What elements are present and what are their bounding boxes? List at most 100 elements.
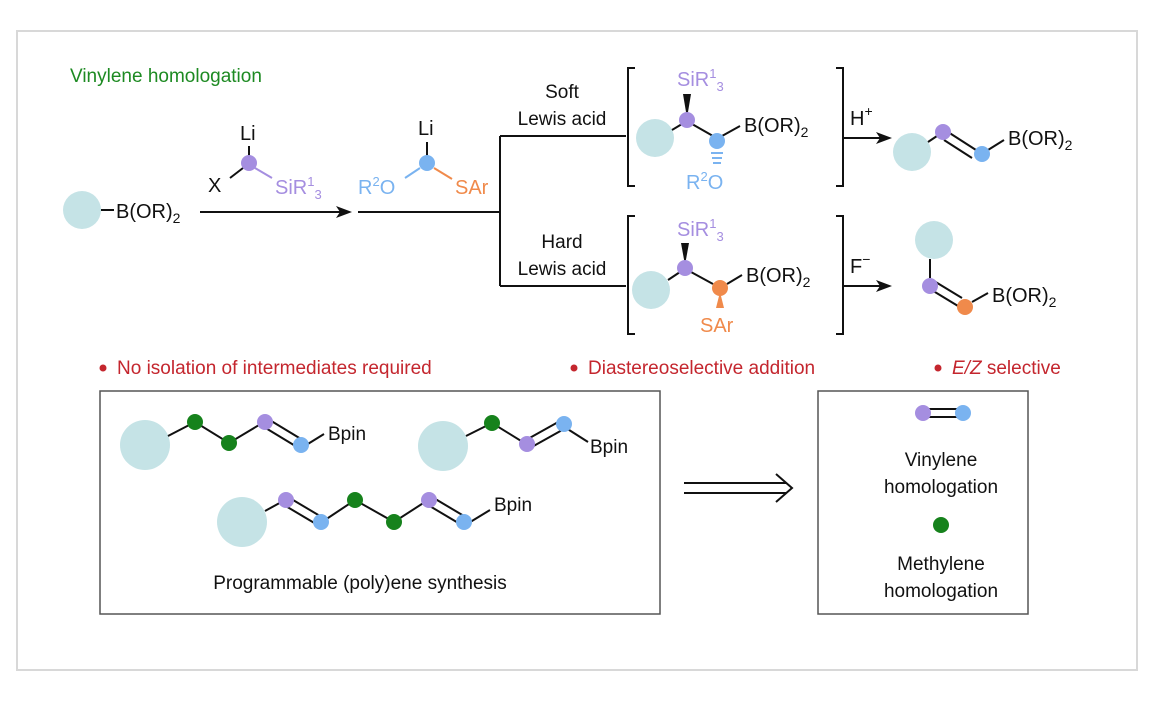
bond (667, 271, 681, 281)
silyl-label: SiR13 (275, 174, 322, 202)
double-bond (947, 131, 977, 151)
silyl-label: SiR13 (677, 216, 724, 244)
bracket-left (627, 67, 635, 187)
substrate-sphere (120, 420, 170, 470)
feature-ez-selective: E/Z selective (952, 358, 1061, 379)
bond (726, 274, 743, 285)
bond (433, 167, 453, 180)
double-bond (943, 139, 973, 159)
boronic-ester-label: B(OR)2 (746, 265, 811, 290)
lower-condition-line1: Hard (541, 232, 582, 253)
substrate-sphere (217, 497, 267, 547)
alkoxy-carbon-blue (709, 133, 725, 149)
bpin-label: Bpin (328, 424, 366, 445)
thioether-label: SAr (455, 177, 489, 199)
scheme-title: Vinylene homologation (70, 66, 262, 87)
methylene-unit (187, 414, 203, 430)
bond (229, 167, 244, 179)
vinyl-carbon-purple (935, 124, 951, 140)
double-bond (529, 428, 565, 449)
legend-vinylene-line2: homologation (884, 477, 998, 498)
acid-reagent: H+ (850, 103, 873, 130)
vinyl-carbon-blue (974, 146, 990, 162)
substrate-sphere (915, 221, 953, 259)
wedge-bond (716, 292, 724, 308)
bpin-label: Bpin (590, 437, 628, 458)
wedge-bond (683, 94, 691, 118)
methylene-unit (386, 514, 402, 530)
silyl-carbon-purple (679, 112, 695, 128)
vinyl-carbon-purple (922, 278, 938, 294)
feature-diastereoselective: Diastereoselective addition (588, 358, 815, 379)
vinylene-carbon-purple (915, 405, 931, 421)
boronic-ester-label: B(OR)2 (744, 115, 809, 140)
legend-vinylene-line1: Vinylene (905, 450, 978, 471)
bond (987, 139, 1005, 151)
bracket-right (836, 215, 844, 335)
alkoxy-label: R2O (358, 174, 395, 199)
bracket-left (627, 215, 635, 335)
silyl-label: SiR13 (677, 66, 724, 94)
vinylene-carbon-blue (556, 416, 572, 432)
lithium-label: Li (240, 123, 256, 145)
methylene-unit (484, 415, 500, 431)
bond (971, 292, 989, 303)
bond (690, 271, 714, 285)
acetal-carbon-blue (419, 155, 435, 171)
double-bond (431, 496, 465, 517)
feature-bullet (934, 364, 942, 372)
lithium-label: Li (418, 118, 434, 140)
substrate-sphere (418, 421, 468, 471)
legend-box (817, 390, 1029, 615)
substrate-sphere (636, 119, 674, 157)
double-bond (263, 426, 298, 448)
bond (254, 167, 273, 179)
feature-bullet (99, 364, 107, 372)
boronic-ester-label: B(OR)2 (1008, 128, 1073, 153)
double-bond (933, 280, 963, 299)
halide-label: X (208, 175, 221, 197)
vinylene-carbon-purple (278, 492, 294, 508)
legend-methylene-line1: Methylene (897, 554, 985, 575)
synthesis-caption: Programmable (poly)ene synthesis (213, 573, 507, 594)
thioether-label: SAr (700, 315, 734, 337)
synthesis-box (99, 390, 661, 615)
bracket-right (836, 67, 844, 187)
arrow-head (876, 280, 892, 292)
bond (671, 123, 683, 131)
vinyl-carbon-orange (957, 299, 973, 315)
lower-condition-line2: Lewis acid (518, 259, 607, 280)
wedge-bond (681, 243, 689, 265)
double-bond (267, 418, 302, 440)
implication-arrow-head (775, 473, 794, 503)
thio-carbon-orange (712, 280, 728, 296)
upper-condition-line1: Soft (545, 82, 580, 103)
arrow-head (876, 132, 892, 144)
fluoride-reagent: F− (850, 251, 870, 278)
vinylene-carbon-blue (456, 514, 472, 530)
alkoxy-label: R2O (686, 169, 723, 194)
boronic-ester-label: B(OR)2 (116, 201, 181, 226)
bond (721, 125, 741, 137)
arrow-head (336, 206, 352, 218)
bpin-label: Bpin (494, 495, 532, 516)
boronic-ester-label: B(OR)2 (992, 285, 1057, 310)
methylene-unit (347, 492, 363, 508)
double-bond (525, 420, 561, 441)
vinylene-carbon-blue (955, 405, 971, 421)
feature-bullet (570, 364, 578, 372)
chain-bonds (167, 420, 265, 445)
bond (404, 167, 421, 179)
feature-no-isolation: No isolation of intermediates required (117, 358, 432, 379)
vinylene-carbon-purple (257, 414, 273, 430)
substrate-sphere (632, 271, 670, 309)
bond (565, 427, 589, 443)
methylene-unit (221, 435, 237, 451)
vinylene-carbon-blue (293, 437, 309, 453)
silyl-carbon-purple (677, 260, 693, 276)
vinylene-carbon-purple (421, 492, 437, 508)
legend-methylene-line2: homologation (884, 581, 998, 602)
chain-bonds (321, 498, 429, 524)
double-bond (283, 504, 317, 525)
